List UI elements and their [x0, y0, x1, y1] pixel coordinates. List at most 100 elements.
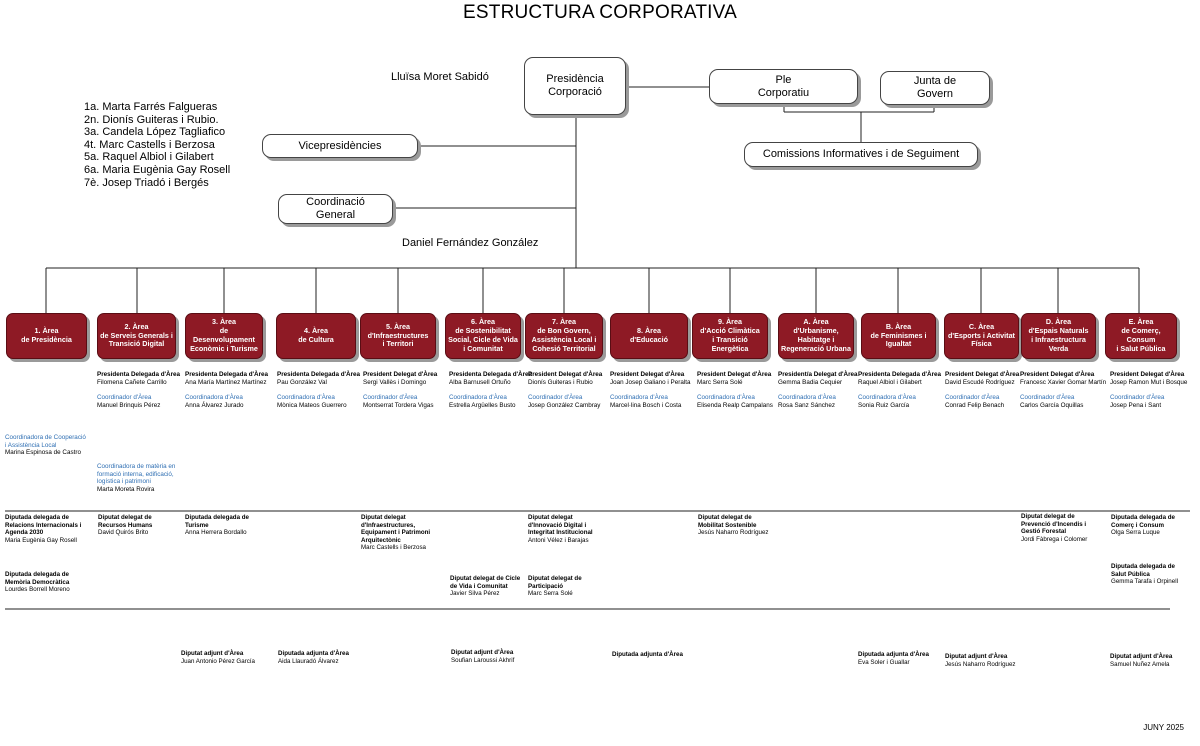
area-box-presidencia[interactable]: 1. Àrea de Presidència: [6, 313, 87, 359]
diputat-delegat-label: Diputat delegat de Cicle de Vida i Comun…: [450, 575, 521, 590]
extra-coordinator: Coordinadora de matèria en formació inte…: [97, 463, 175, 493]
president-name: Lluïsa Moret Sabidó: [391, 71, 489, 83]
diputat-adjunt-name: Jesús Naharro Rodríguez: [945, 660, 1016, 668]
coordinator-label: Coordinadora d'Àrea: [697, 394, 755, 402]
area-people-6: Presidenta Delegada d'Àrea Alba Barnusel…: [449, 371, 532, 409]
diputat-delegat-label: Diputada delegada de Salut Pública: [1111, 563, 1175, 578]
area-box-sostenibilitat-social[interactable]: 6. Àrea de Sostenibilitat Social, Cicle …: [445, 313, 521, 359]
president-label: President Delegat d'Àrea: [528, 371, 603, 378]
diputat-adjunt-name: Samuel Nuñez Amela: [1110, 660, 1170, 668]
president-name: Josep Ramon Mut i Bosque: [1110, 378, 1188, 386]
coordinator-name: Estrella Argüelles Busto: [449, 401, 516, 409]
coordinacio-general-box[interactable]: Coordinació General: [278, 194, 393, 224]
diputat-adjunt-label: Diputat adjunt d'Àrea: [945, 653, 1008, 660]
diputat-delegat-name: Javier Silva Pérez: [450, 590, 500, 597]
footer-date: JUNY 2025: [1143, 723, 1184, 732]
area-people-4: Presidenta Delegada d'Àrea Pau González …: [277, 371, 360, 409]
area-people-8: President Delegat d'Àrea Joan Josep Gali…: [610, 371, 691, 409]
president-name: Gemma Badia Cequier: [778, 378, 843, 386]
area-box-serveis-generals[interactable]: 2. Àrea de Serveis Generals i Transició …: [97, 313, 176, 359]
coordinator-name: Josep Pena i Sant: [1110, 401, 1162, 409]
vicepresident-item: 1a. Marta Farrés Falgueras: [84, 101, 218, 113]
ple-corporatiu-box[interactable]: Ple Corporatiu: [709, 69, 858, 104]
area-people-e: President Delegat d'Àrea Josep Ramon Mut…: [1110, 371, 1187, 409]
diputat-adjunt-name: Juan Antonio Pérez García: [181, 657, 255, 665]
coordinator-label: Coordinador d'Àrea: [528, 394, 583, 402]
coordinator-label: Coordinador d'Àrea: [97, 394, 152, 402]
coordinator-name: Montserrat Tordera Vigas: [363, 401, 434, 409]
vicepresident-item: 4t. Marc Castells i Berzosa: [84, 138, 215, 151]
area-box-accio-climatica[interactable]: 9. Àrea d'Acció Climàtica i Transició En…: [692, 313, 768, 359]
area-people-d: President Delegat d'Àrea Francesc Xavier…: [1020, 371, 1106, 409]
diputat-delegat-name: Jesús Naharro Rodríguez: [698, 529, 769, 536]
diputat-adjunt: Diputat adjunt d'Àrea Juan Antonio Pérez…: [181, 650, 255, 665]
area-box-espais-naturals[interactable]: D. Àrea d'Espais Naturals i Infraestruct…: [1021, 313, 1096, 359]
president-label: Presidenta Delegada d'Àrea: [185, 371, 269, 378]
vicepresident-item: 2n. Dionís Guiteras i Rubio.: [84, 113, 219, 126]
diputat-delegat-name: Maria Eugènia Gay Rosell: [5, 536, 77, 544]
president-label: Presidenta Delegada d'Àrea: [858, 371, 942, 378]
president-label: President/a Delegat d'Àrea: [778, 371, 858, 378]
area-box-bon-govern[interactable]: 7. Àrea de Bon Govern, Assistència Local…: [525, 313, 603, 359]
coordinator-label: Coordinadora d'Àrea: [449, 394, 507, 402]
diputat-adjunt-label: Diputat adjunt d'Àrea: [181, 650, 244, 657]
area-box-esports[interactable]: C. Àrea d'Esports i Activitat Física: [944, 313, 1019, 359]
area-box-educacio[interactable]: 8. Àrea d'Educació: [610, 313, 688, 359]
diputat-adjunt-label: Diputada adjunta d'Àrea: [278, 650, 349, 657]
diputat-delegat-name: Marc Castells i Berzosa: [361, 544, 426, 551]
coordinator-name: Josep González Cambray: [528, 401, 601, 409]
coordinator-label: Coordinador d'Àrea: [1110, 394, 1165, 402]
diputat-adjunt-name: Soufian Laroussi Akhrif: [451, 656, 515, 664]
diputat-delegat: Diputada delegada de Turisme Anna Herrer…: [185, 514, 249, 537]
extra-coordinator-label: Coordinadora de Cooperació i Assistència…: [5, 434, 86, 449]
extra-coordinator-label: Coordinadora de matèria en formació inte…: [97, 463, 176, 486]
area-box-infraestructures[interactable]: 5. Àrea d'Infraestructures i Territori: [360, 313, 436, 359]
president-label: President Delegat d'Àrea: [1020, 371, 1095, 378]
diputat-adjunt: Diputada adjunta d'Àrea Aida Llauradó Ál…: [278, 650, 349, 665]
area-box-comerc-consum[interactable]: E. Àrea de Comerç, Consum i Salut Públic…: [1105, 313, 1177, 359]
coordinator-name: Marcel·lina Bosch i Costa: [610, 401, 682, 409]
president-label: President Delegat d'Àrea: [1110, 371, 1185, 378]
diputat-delegat: Diputat delegat de Recursos Humans David…: [98, 514, 152, 537]
extra-coordinator-name: Marina Espinosa de Castro: [5, 449, 81, 457]
vicepresident-item: 3a. Candela López Tagliafico: [84, 126, 226, 139]
diputat-delegat-name: Lourdes Borrell Moreno: [5, 586, 70, 593]
diputat-delegat: Diputada delegada de Comerç i Consum Olg…: [1111, 514, 1175, 537]
diputat-delegat-label: Diputat delegat d'Innovació Digital i In…: [528, 514, 593, 536]
diputat-delegat-name: Jordi Fàbrega i Colomer: [1021, 535, 1088, 543]
diputat-delegat-name: Gemma Tarafa i Orpinell: [1111, 578, 1178, 585]
diputat-delegat: Diputat delegat de Cicle de Vida i Comun…: [450, 575, 520, 598]
coordinador-general-name: Daniel Fernández González: [402, 237, 539, 249]
area-box-cultura[interactable]: 4. Àrea de Cultura: [276, 313, 356, 359]
diputat-delegat-label: Diputada delegada de Relacions Internaci…: [5, 514, 82, 536]
diputat-delegat: Diputat delegat de Prevenció d'Incendis …: [1021, 513, 1087, 543]
vicepresident-item: 5a. Raquel Albiol i Gilabert: [84, 151, 214, 164]
diputat-delegat-name: Marc Serra Solé: [528, 590, 573, 597]
coordinator-name: Carlos García Oquillas: [1020, 401, 1084, 409]
diputat-delegat-label: Diputat delegat de Participació: [528, 575, 582, 590]
diputat-adjunt: Diputat adjunt d'Àrea Jesús Naharro Rodr…: [945, 653, 1016, 668]
coordinator-label: Coordinadora d'Àrea: [858, 394, 916, 402]
diputat-delegat: Diputada delegada de Salut Pública Gemma…: [1111, 563, 1178, 586]
comissions-box[interactable]: Comissions Informatives i de Seguiment: [744, 142, 978, 167]
coordinator-label: Coordinador d'Àrea: [945, 394, 1000, 402]
diputat-adjunt-label: Diputat adjunt d'Àrea: [1110, 653, 1173, 660]
area-box-feminismes[interactable]: B. Àrea de Feminismes i Igualtat: [861, 313, 936, 359]
area-people-2: Presidenta Delegada d'Àrea Filomena Cañe…: [97, 371, 180, 409]
diputat-delegat-label: Diputat delegat de Prevenció d'Incendis …: [1021, 513, 1087, 535]
vicepresidencies-box[interactable]: Vicepresidències: [262, 134, 418, 158]
area-box-urbanisme[interactable]: A. Àrea d'Urbanisme, Habitatge i Regener…: [778, 313, 854, 359]
president-name: Francesc Xavier Gomar Martín: [1020, 378, 1107, 386]
junta-govern-box[interactable]: Junta de Govern: [880, 71, 990, 105]
presidencia-box[interactable]: Presidència Corporació: [524, 57, 626, 115]
diputat-delegat-label: Diputada delegada de Comerç i Consum: [1111, 514, 1175, 529]
diputat-adjunt-label: Diputada adjunta d'Àrea: [612, 651, 683, 658]
president-label: Presidenta Delegada d'Àrea: [277, 371, 361, 378]
diputat-delegat: Diputat delegat de Participació Marc Ser…: [528, 575, 582, 598]
area-box-desenvolupament-economic[interactable]: 3. Àrea de Desenvolupament Econòmic i Tu…: [185, 313, 263, 359]
diputat-delegat-label: Diputat delegat de Recursos Humans: [98, 514, 153, 529]
coordinator-name: Anna Álvarez Jurado: [185, 401, 244, 409]
coordinator-label: Coordinadora d'Àrea: [778, 394, 836, 402]
diputat-adjunt-label: Diputada adjunta d'Àrea: [858, 651, 929, 658]
